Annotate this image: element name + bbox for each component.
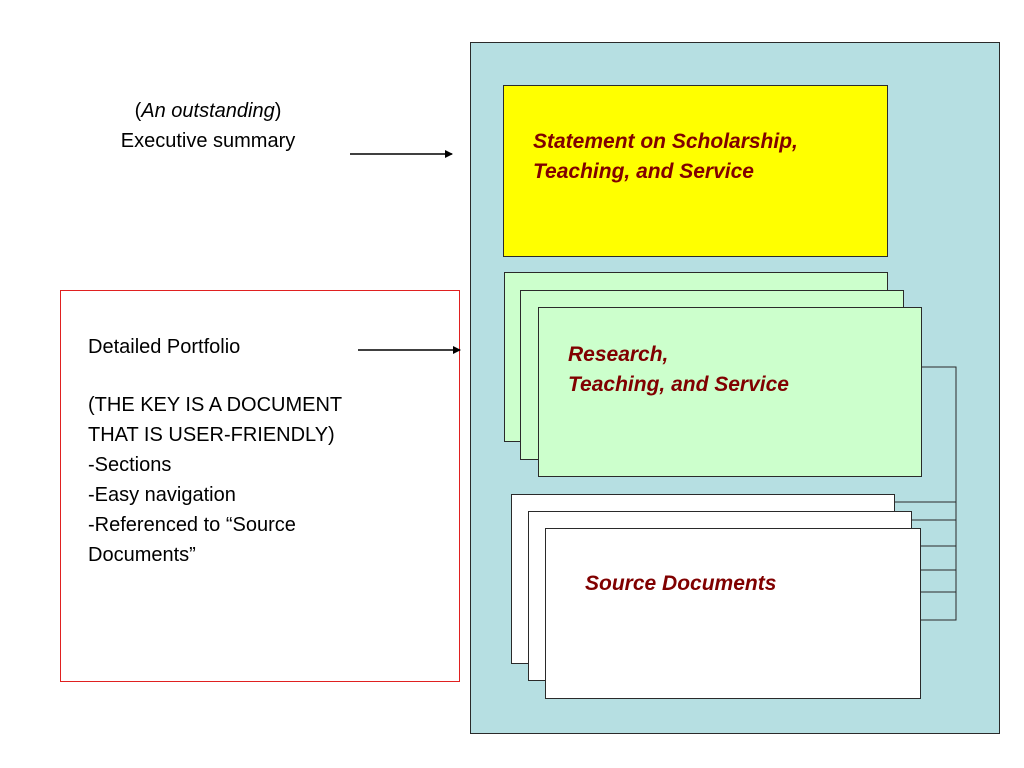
detailed-portfolio-line: -Easy navigation [88,484,236,506]
statement-title: Statement on Scholarship, Teaching, and … [533,130,798,183]
research-card-front [538,307,922,477]
detailed-portfolio-box [60,290,460,682]
research-title: Research, Teaching, and Service [568,343,789,396]
detailed-portfolio-spacer [88,362,448,390]
detailed-portfolio-line: -Referenced to “Source [88,514,296,536]
executive-summary-text: Executive summary [120,130,296,152]
source-documents-title: Source Documents [585,572,777,595]
statement-box [503,85,888,257]
detailed-portfolio-line: -Sections [88,454,172,476]
executive-summary-emphasis: An outstanding [141,100,275,122]
detailed-portfolio-line: Documents” [88,544,196,566]
detailed-portfolio-text: Detailed Portfolio (THE KEY IS A DOCUMEN… [88,332,448,570]
detailed-portfolio-line: THAT IS USER-FRIENDLY) [88,424,335,446]
detailed-portfolio-line: (THE KEY IS A DOCUMENT [88,394,343,416]
detailed-portfolio-title: Detailed Portfolio [88,336,241,358]
executive-summary-label: (An outstanding) Executive summary [78,96,338,156]
source-card-front [545,528,921,699]
executive-summary-qualifier: (An outstanding) [134,100,282,122]
